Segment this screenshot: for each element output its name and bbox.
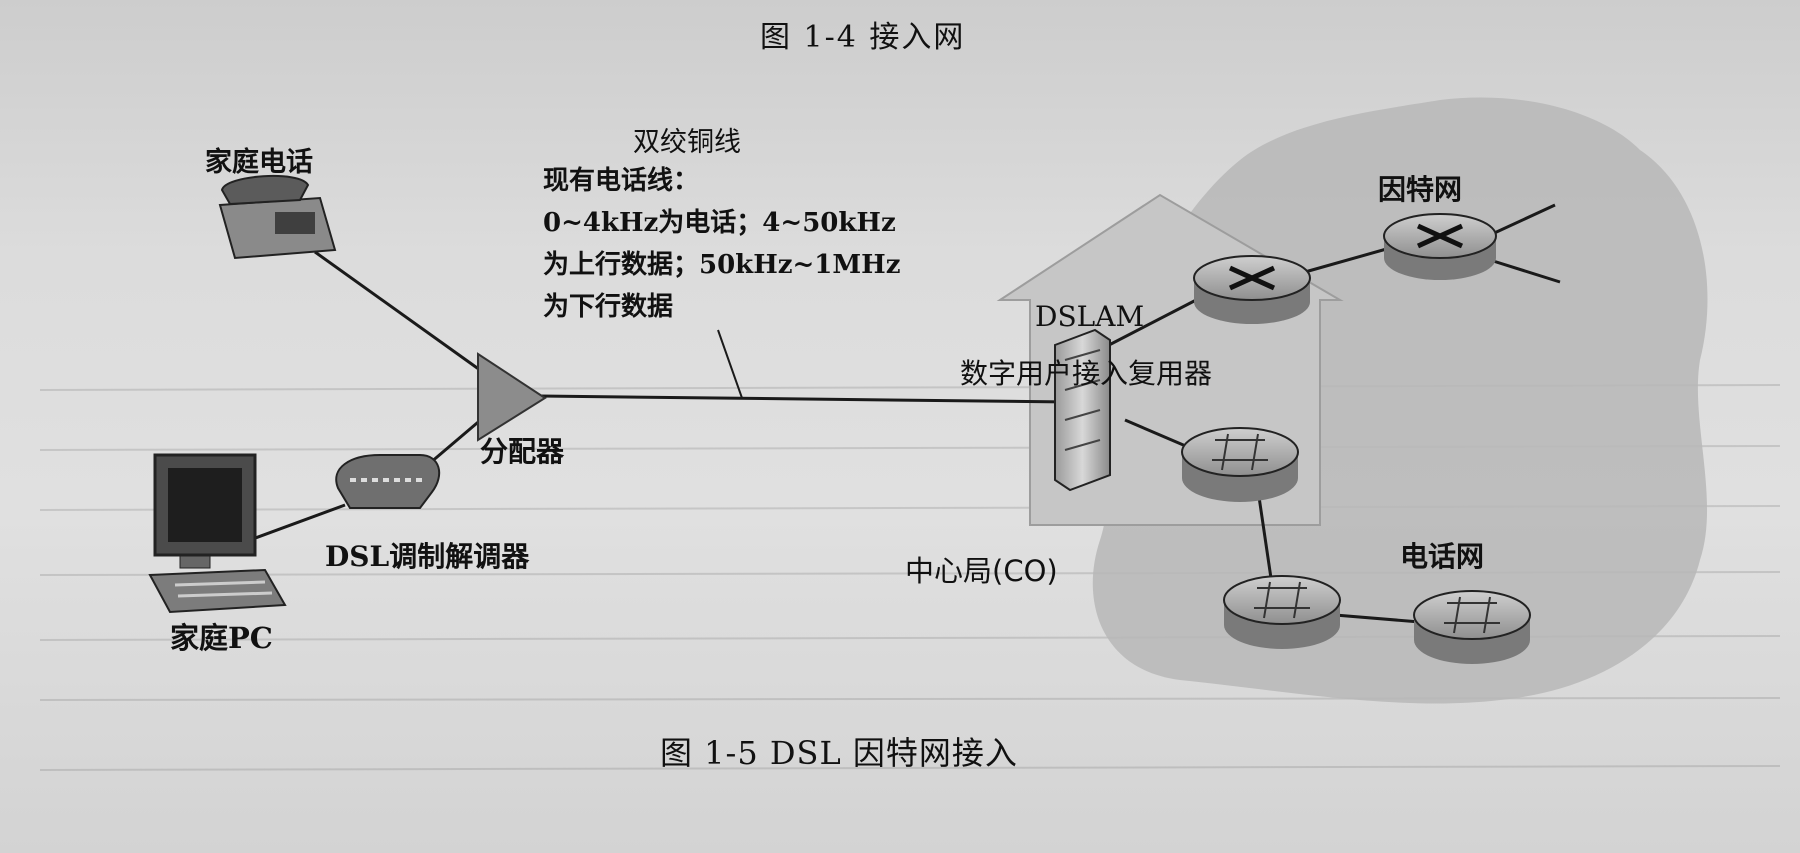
home-phone-device <box>218 175 337 260</box>
phone-line-info-line: 为下行数据 <box>543 292 674 322</box>
pc-to-modem-line <box>249 503 346 542</box>
switch-phone-1 <box>1223 575 1341 649</box>
splitter-label: 分配器 <box>480 435 565 468</box>
caption-bottom: 图 1-5 DSL 因特网接入 <box>660 734 1018 772</box>
phone-network-label: 电话网 <box>1400 540 1485 573</box>
switch-phone-2 <box>1413 590 1531 664</box>
phone-to-splitter-line <box>314 250 481 372</box>
home-phone-label: 家庭电话 <box>205 147 313 178</box>
router-to-router-line <box>1304 246 1391 274</box>
home-pc-device <box>148 453 287 614</box>
phone-line-info: 现有电话线： 0~4kHz为电话；4~50kHz 为上行数据；50kHz~1MH… <box>543 160 901 328</box>
dslam-label: DSLAM <box>1035 300 1145 333</box>
dslam-tower <box>1054 328 1111 492</box>
internet-uplink-2 <box>1489 258 1561 284</box>
router-co <box>1193 255 1311 324</box>
internet-uplink-1 <box>1489 203 1556 237</box>
twisted-pair-line <box>539 394 1071 404</box>
switch-to-switch-line <box>1256 489 1274 586</box>
phone-line-info-line: 0~4kHz为电话；4~50kHz <box>543 208 896 238</box>
dsl-modem-label: DSL调制解调器 <box>325 540 530 573</box>
internet-label: 因特网 <box>1378 173 1463 206</box>
central-office-label: 中心局(CO) <box>905 554 1058 588</box>
phone-line-info-line: 为上行数据；50kHz~1MHz <box>543 250 901 280</box>
dsl-modem-device <box>335 454 441 509</box>
splitter-device <box>477 352 547 442</box>
switch-co <box>1181 427 1299 502</box>
label-pointer-line <box>717 329 743 399</box>
router-internet <box>1383 213 1497 280</box>
phone-line-info-line: 现有电话线： <box>543 166 700 196</box>
dslam-chinese-label: 数字用户接入复用器 <box>960 357 1213 390</box>
twisted-pair-title: 双绞铜线 <box>633 127 741 158</box>
caption-top: 图 1-4 接入网 <box>760 20 966 55</box>
switch-chain-line <box>1334 613 1421 624</box>
home-pc-label: 家庭PC <box>170 621 273 655</box>
